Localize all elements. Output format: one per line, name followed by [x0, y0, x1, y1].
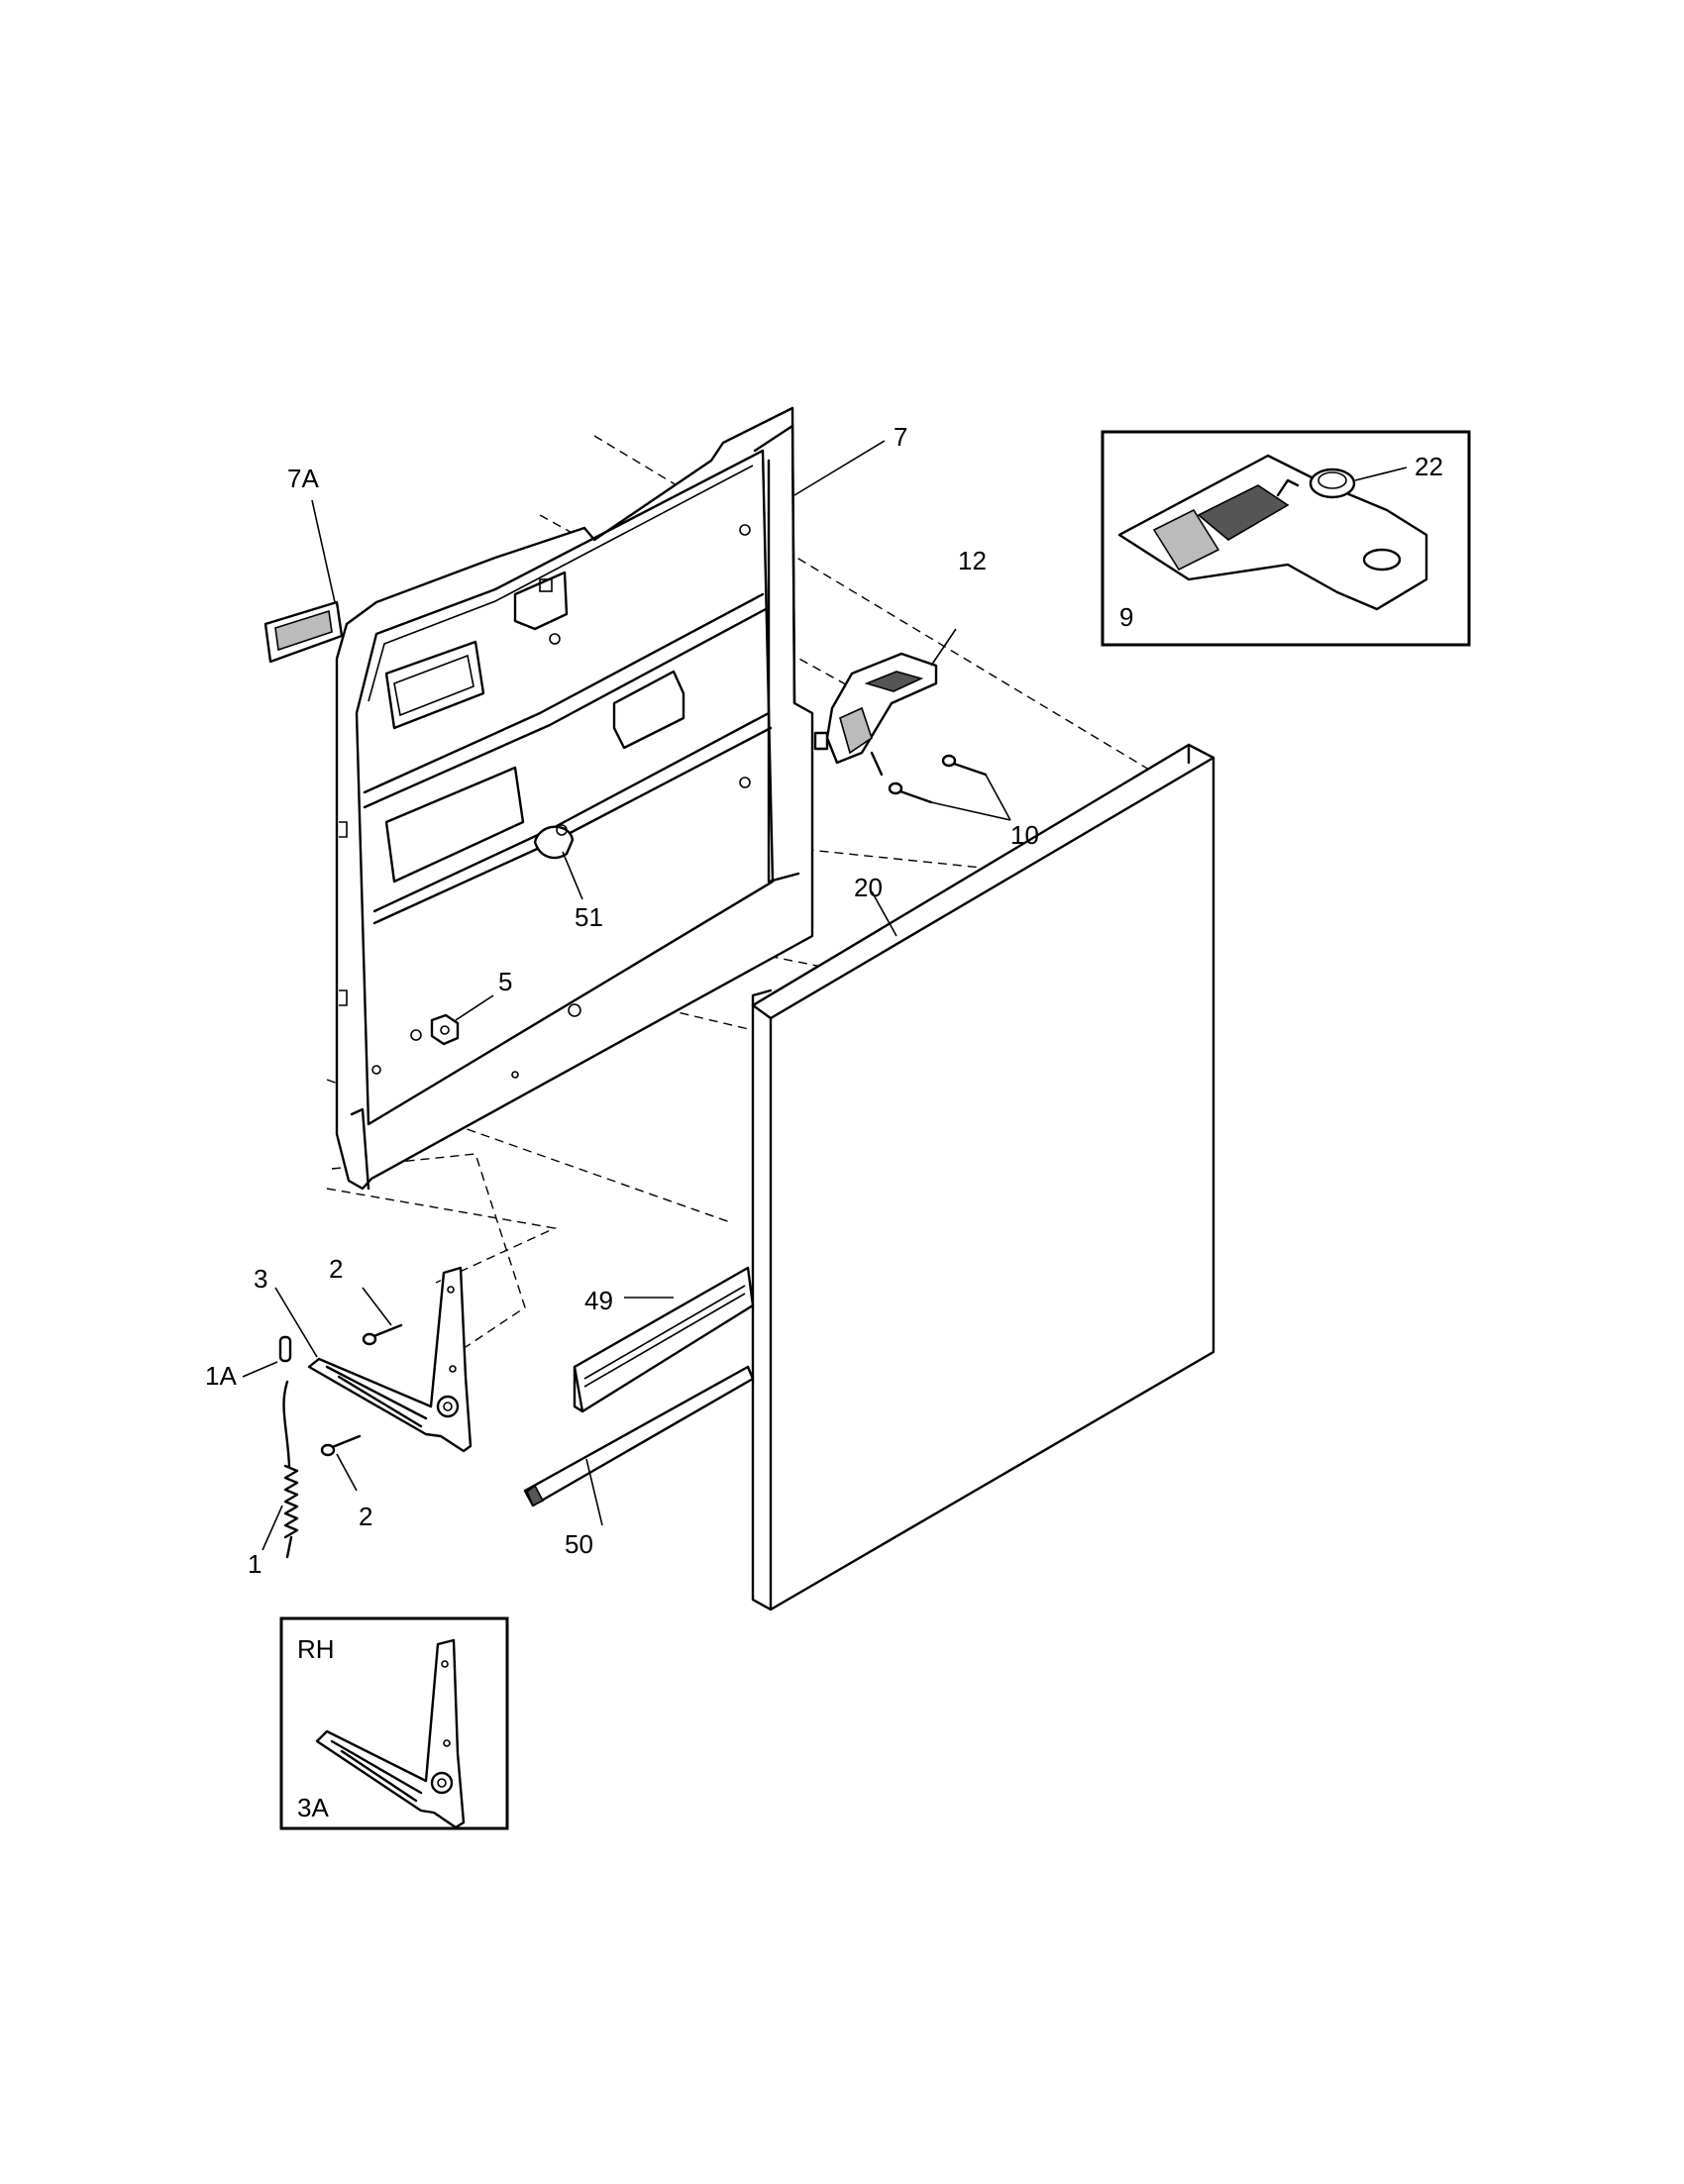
- spring-link-1a: [242, 1335, 292, 1378]
- callout-2-lower: 2: [359, 1502, 372, 1531]
- callout-51: 51: [575, 902, 603, 932]
- seal-strip-50: [523, 1365, 755, 1526]
- callout-12: 12: [958, 546, 987, 575]
- hinge-arm-lh: [274, 1266, 473, 1453]
- hinge-screws-2: [320, 1287, 403, 1492]
- callout-rh: RH: [297, 1634, 335, 1664]
- callout-10: 10: [1010, 820, 1039, 850]
- callout-9: 9: [1119, 602, 1133, 632]
- callout-labels: 7 7A 12 10 51 5 20 22 9 3 2 2 1A 1 49 50…: [205, 422, 1443, 1822]
- dispenser-inset: [1101, 430, 1471, 647]
- clip-51: [533, 824, 583, 900]
- rh-hinge-inset: [279, 1616, 509, 1830]
- callout-49: 49: [584, 1286, 613, 1315]
- callout-50: 50: [565, 1529, 593, 1559]
- nut-5: [430, 994, 494, 1046]
- door-spring: [262, 1380, 299, 1559]
- callout-3a: 3A: [297, 1793, 329, 1822]
- callout-7: 7: [894, 422, 907, 452]
- callout-3: 3: [254, 1264, 267, 1294]
- callout-1a: 1A: [205, 1361, 237, 1391]
- outer-door-panel: [751, 743, 1215, 1612]
- callout-7a: 7A: [287, 464, 319, 493]
- screws-10: [888, 754, 1011, 821]
- callout-20: 20: [854, 873, 883, 902]
- door-latch: [813, 628, 957, 777]
- filter-grille: [263, 499, 344, 664]
- callout-1: 1: [248, 1549, 262, 1579]
- callout-2-upper: 2: [329, 1254, 343, 1284]
- callout-5: 5: [498, 967, 512, 996]
- callout-22: 22: [1415, 452, 1443, 481]
- inner-door-panel: [335, 406, 814, 1191]
- bottom-trim-49: [573, 1266, 755, 1413]
